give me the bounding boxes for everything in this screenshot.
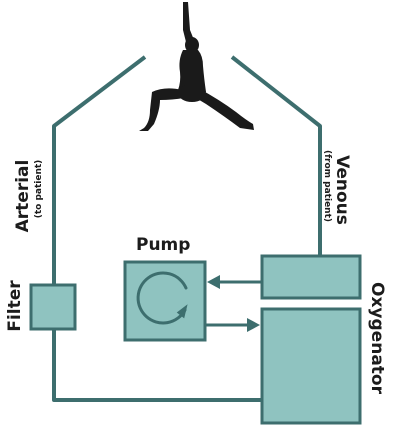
venous-sub-label: (from patient): [322, 150, 332, 222]
circuit-tubing: [52, 55, 322, 402]
reservoir-to-pump-arrow: [207, 275, 262, 289]
filter-box: [29, 283, 77, 331]
filter-to-oxygenator-line: [52, 329, 264, 402]
arterial-sub-label: (to patient): [34, 160, 44, 219]
arterial-label: Arterial: [13, 160, 33, 233]
pump-to-oxygenator-arrow: [205, 318, 260, 332]
venous-line: [230, 55, 322, 258]
oxygenator-box: [260, 307, 362, 425]
arterial-line: [52, 55, 147, 285]
circular-arrow-icon: [136, 271, 188, 325]
oxygenator-label: Oxygenator: [367, 282, 387, 395]
venous-label: Venous: [332, 155, 352, 225]
pump-label: Pump: [136, 235, 190, 255]
reservoir-box: [260, 254, 362, 300]
yoga-warrior-pose-figure: [139, 2, 254, 131]
filter-label: Filter: [5, 280, 25, 332]
